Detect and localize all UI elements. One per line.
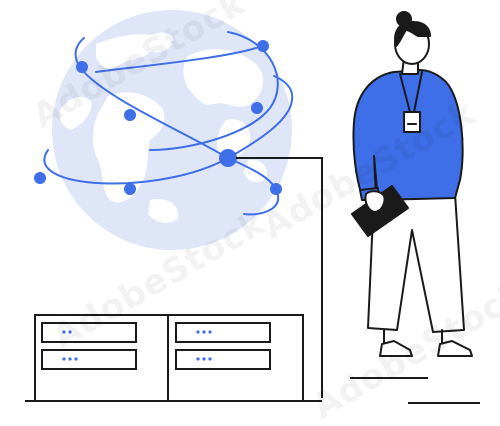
ground-lines xyxy=(350,377,480,404)
server-led xyxy=(208,357,212,361)
network-hub-node xyxy=(219,149,237,167)
hair-bun xyxy=(396,11,412,27)
server-led xyxy=(68,357,72,361)
network-node xyxy=(76,61,88,73)
network-node xyxy=(34,172,46,184)
orbit-line xyxy=(227,157,280,216)
network-node xyxy=(270,183,282,195)
server-led xyxy=(62,330,66,334)
server-led xyxy=(68,330,72,334)
trousers xyxy=(367,193,465,333)
orbit-line xyxy=(74,37,229,159)
id-badge xyxy=(403,111,421,133)
server-led xyxy=(202,357,206,361)
orbit-nodes xyxy=(34,40,282,195)
server-unit xyxy=(175,322,271,343)
server-unit xyxy=(41,322,137,343)
orbit-line xyxy=(95,45,263,73)
network-node xyxy=(257,40,269,52)
hand xyxy=(364,190,386,213)
network-node xyxy=(124,183,136,195)
network-node xyxy=(251,102,263,114)
server-led xyxy=(196,330,200,334)
server-led xyxy=(208,330,212,334)
network-node xyxy=(124,109,136,121)
left-shoe xyxy=(379,340,413,357)
server-led xyxy=(202,330,206,334)
connection-cable xyxy=(236,157,323,398)
server-led xyxy=(74,357,78,361)
server-led xyxy=(62,357,66,361)
globe-continents xyxy=(59,32,267,223)
server-unit xyxy=(41,349,137,370)
server-unit xyxy=(175,349,271,370)
person xyxy=(351,11,473,357)
server-rack xyxy=(25,314,322,402)
sweater xyxy=(352,69,464,201)
server-led xyxy=(196,357,200,361)
server-leds xyxy=(62,330,212,361)
lanyard xyxy=(399,71,423,113)
right-shoe xyxy=(437,340,473,357)
